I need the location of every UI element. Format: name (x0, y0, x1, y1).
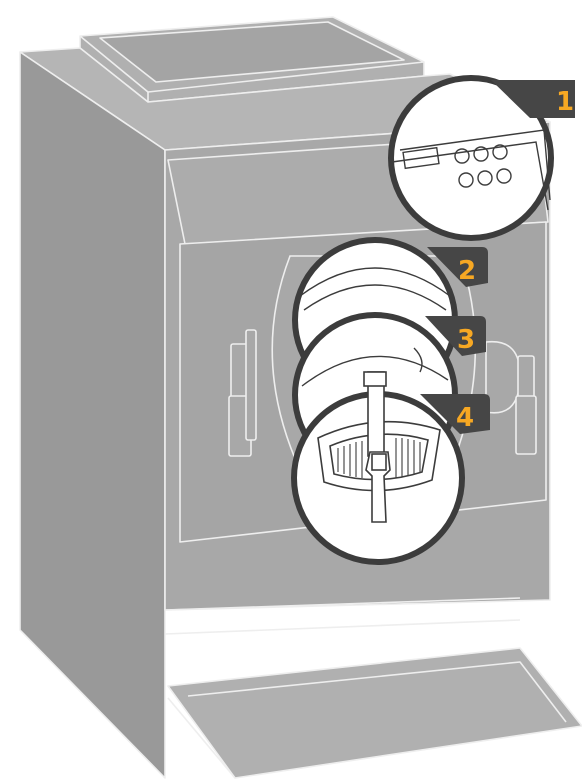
drip-tray (168, 648, 582, 778)
callout-number-2: 2 (458, 256, 476, 286)
left-side-panel (20, 52, 165, 778)
callout-number-3: 3 (457, 325, 475, 355)
callout-number-1: 1 (556, 87, 574, 117)
callout-number-4: 4 (456, 403, 474, 433)
left-handle (229, 330, 256, 456)
